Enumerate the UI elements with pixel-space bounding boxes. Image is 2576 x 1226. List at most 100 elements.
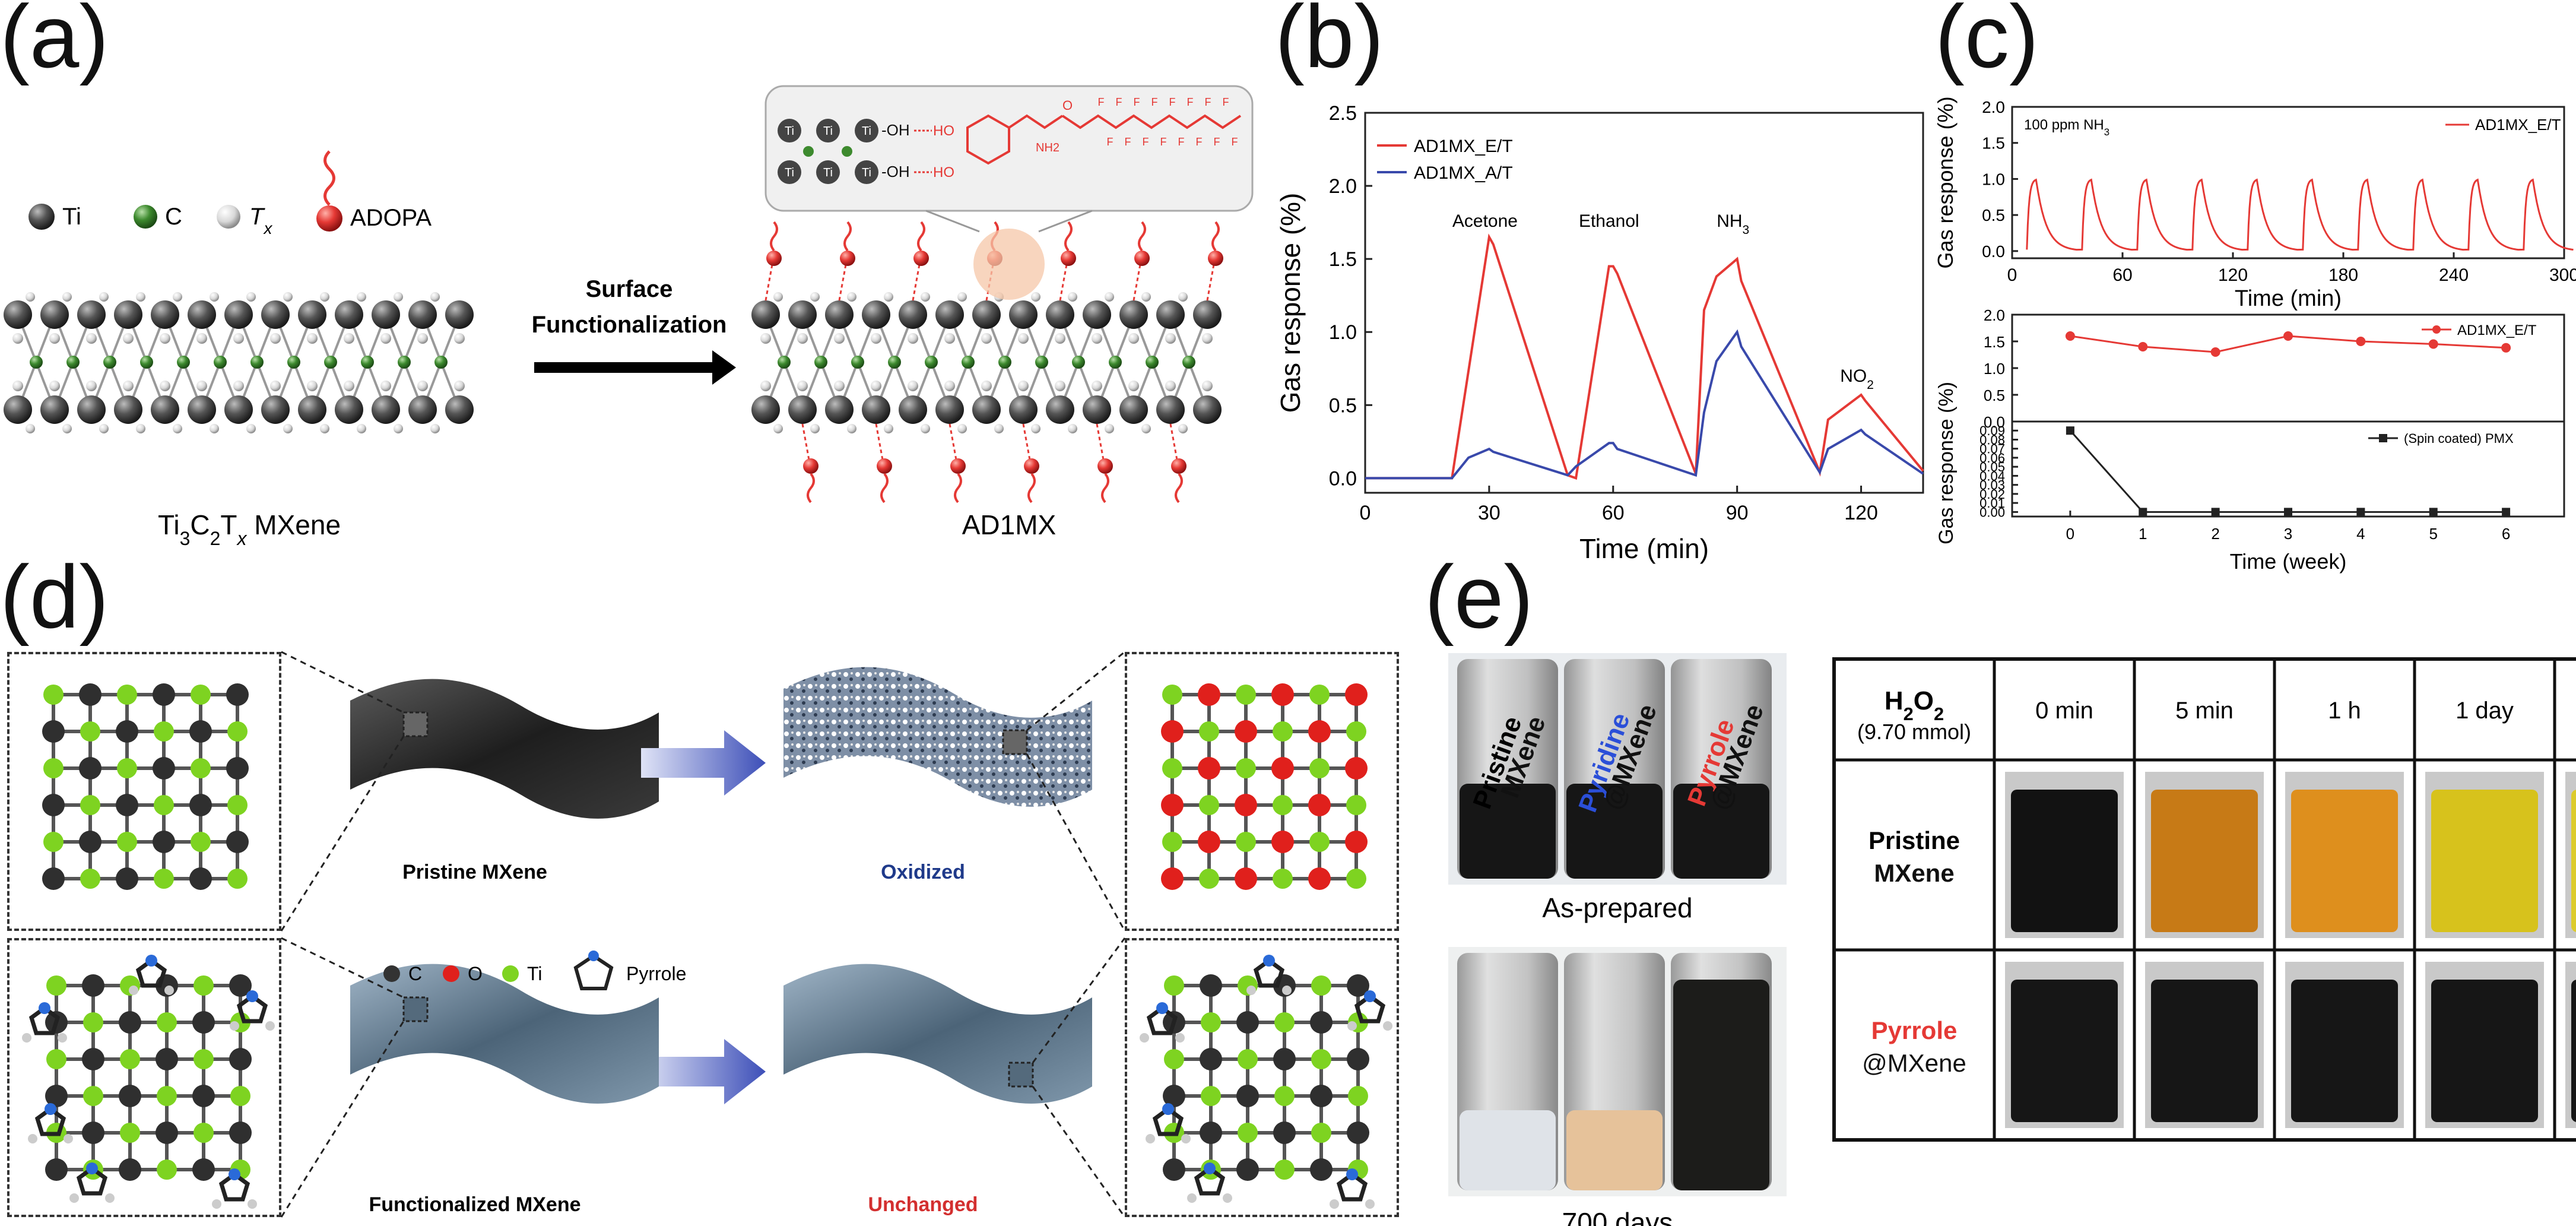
ti-atom — [855, 160, 878, 184]
ti-atom — [372, 395, 400, 424]
ti-atom — [4, 395, 32, 424]
gas-annotation: Acetone — [1452, 211, 1518, 231]
ti-atom — [816, 119, 840, 142]
tx-atom — [834, 381, 845, 391]
tx-atom — [196, 333, 207, 344]
tx-atom — [884, 424, 893, 433]
ti-atom — [1346, 721, 1366, 742]
f-label: F — [1151, 96, 1158, 108]
stability-arrow-icon — [641, 1039, 766, 1104]
legend-ti: Ti — [62, 204, 81, 230]
ti-atom — [751, 395, 780, 424]
adopa-tail — [1101, 473, 1109, 503]
ti-atom — [1273, 721, 1293, 742]
ti-atom — [899, 300, 927, 329]
arrow-label-line2: Functionalization — [532, 312, 727, 338]
ti-atom — [1162, 758, 1182, 778]
c-atom — [324, 356, 337, 369]
c-atom — [119, 1085, 141, 1107]
pyrrole-ring — [1336, 1171, 1368, 1202]
ti-atom — [4, 300, 32, 329]
pyrrole-ring — [218, 1171, 250, 1202]
pyrrole-ring — [236, 993, 268, 1024]
table-col-header: 0 min — [2035, 698, 2093, 724]
functionalization-arrow: Surface Functionalization — [532, 276, 736, 385]
table-col-header: 1 day — [2456, 698, 2514, 724]
y-tick-label: 0.5 — [1329, 394, 1357, 417]
f-label: F — [1196, 136, 1203, 148]
y-tick-label: 0.02 — [1979, 487, 2005, 502]
tx-atom — [160, 381, 170, 391]
c-atom — [1310, 1158, 1333, 1181]
c-atom — [287, 356, 300, 369]
legend-label: AD1MX_E/T — [2457, 322, 2537, 338]
ti-atom — [816, 160, 840, 184]
legend-c: C — [165, 204, 182, 230]
vial-liquid — [2011, 980, 2118, 1122]
ti-atom — [335, 300, 363, 329]
y-tick-label: 1.0 — [1982, 170, 2005, 188]
o-atom — [1161, 720, 1184, 743]
caption-oxidized: Oxidized — [881, 861, 965, 883]
ti-atom — [1236, 758, 1256, 778]
c-atom — [1072, 356, 1085, 369]
ti-atom — [261, 300, 290, 329]
vial-liquid — [2431, 980, 2538, 1122]
tx-atom — [394, 424, 403, 433]
tx-atom — [921, 424, 930, 433]
legend-marker — [2432, 325, 2441, 334]
ti-atom — [120, 1049, 140, 1069]
tx-atom — [270, 381, 281, 391]
c-atom — [156, 1122, 178, 1144]
data-point-pmx — [2502, 508, 2511, 517]
x-tick-label: 0 — [2007, 265, 2017, 285]
c-atom — [1200, 1122, 1222, 1144]
tx-atom — [1165, 333, 1176, 344]
tx-atom — [847, 424, 856, 433]
ti-atom — [46, 975, 66, 996]
ti-atom — [193, 1123, 214, 1143]
ti-atom — [1346, 869, 1366, 889]
tx-atom — [12, 333, 23, 344]
c-atom — [42, 720, 65, 743]
tx-atom — [210, 424, 219, 433]
tx-atom — [834, 333, 845, 344]
y-tick-label: 0.05 — [1979, 460, 2005, 474]
tx-atom — [99, 424, 109, 433]
table-col-header: 5 min — [2175, 698, 2234, 724]
ti-atom — [855, 119, 878, 142]
h-atom — [1330, 1199, 1339, 1209]
tx-atom — [123, 333, 134, 344]
ti-atom — [778, 160, 801, 184]
h-atom — [1223, 1193, 1232, 1203]
tx-atom — [994, 424, 1004, 433]
h-atom — [129, 986, 138, 995]
ti-atom — [154, 721, 174, 742]
ti-atom-label: Ti — [785, 125, 794, 138]
x-tick-label: 60 — [2112, 265, 2132, 285]
ti-atom-label: Ti — [785, 166, 794, 179]
tx-atom — [760, 333, 771, 344]
ti-atom — [1156, 395, 1185, 424]
adopa-atom — [1097, 458, 1113, 474]
c-atom — [814, 356, 827, 369]
n-atom — [1364, 990, 1376, 1002]
ti-atom — [751, 300, 780, 329]
ti-atom — [1236, 685, 1256, 705]
h-atom — [248, 1199, 257, 1209]
panel-a-schematic: Ti C Tx ADOPA Surface Functionalization … — [4, 85, 1254, 549]
ti-atom — [1164, 975, 1184, 996]
ti-atom — [372, 300, 400, 329]
f-label: F — [1232, 136, 1238, 148]
adopa-link — [1169, 423, 1179, 464]
ti-atom — [191, 685, 211, 705]
table-row-label: Pyrrole — [1871, 1016, 1958, 1044]
ti-atom — [825, 300, 854, 329]
adopa-link — [875, 423, 884, 464]
h-atom — [58, 1033, 67, 1043]
tx-atom — [1031, 424, 1040, 433]
adopa-tail-icon — [323, 150, 335, 206]
y-axis-label: Gas response (%) — [1275, 193, 1306, 413]
